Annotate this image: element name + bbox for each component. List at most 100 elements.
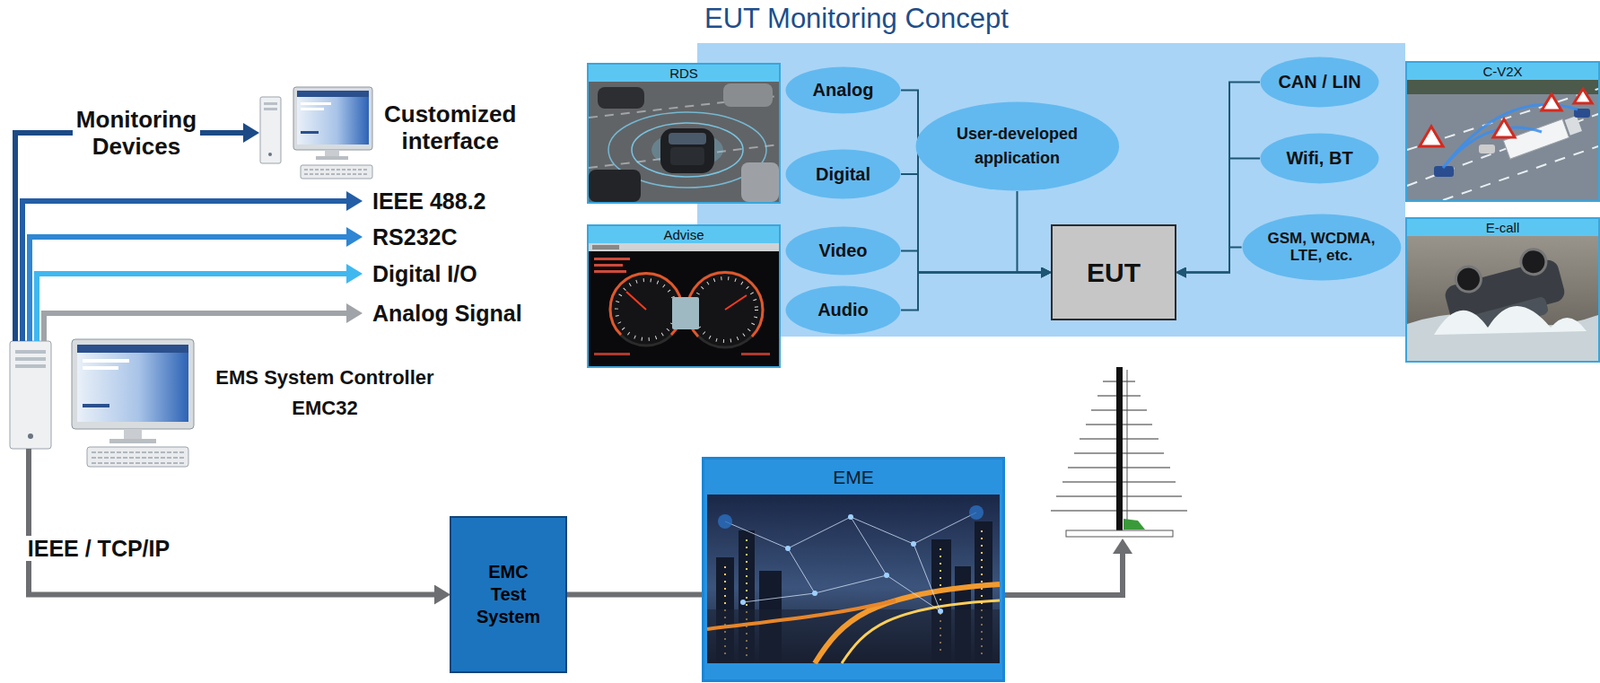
- signal-arrows-part: [43, 313, 349, 341]
- ellipse-fill: [786, 286, 901, 335]
- software-name: EMC32: [203, 396, 446, 420]
- signal-arrows: [22, 201, 349, 341]
- signal-label-holder: Digital I/O: [372, 261, 478, 288]
- v2x-picture-part: [1407, 78, 1599, 95]
- computer-icon-part: [109, 438, 157, 444]
- picture-caption: EME: [704, 459, 1003, 495]
- v2x-picture-part-part: [1565, 115, 1583, 136]
- dashboard-picture-part: [672, 297, 700, 330]
- connector: [567, 592, 702, 598]
- computer-icon-part: [9, 340, 52, 449]
- signal-label: RS232C: [372, 224, 458, 251]
- node-label: Audio: [817, 299, 869, 321]
- city-network-picture-part: [740, 599, 746, 605]
- node-label: EMC Test System: [476, 560, 541, 629]
- city-network-picture-part: [814, 584, 1000, 664]
- signal-ellipse: Digital: [785, 148, 901, 200]
- signal-arrows-part: [22, 201, 349, 341]
- edge-label-holder: IEEE / TCP/IP: [24, 535, 174, 562]
- edge-label: Monitoring Devices: [72, 106, 201, 161]
- dashboard-picture-part: [594, 270, 627, 273]
- interface-ellipse: CAN / LIN: [1259, 56, 1380, 108]
- computer-icon-part: [300, 131, 319, 134]
- city-network-picture-part: [707, 600, 896, 630]
- dashboard-picture-part: [592, 244, 620, 250]
- signal-label-holder: Analog Signal: [372, 300, 523, 327]
- city-network-picture-part: [707, 494, 1000, 664]
- ellipse-fill: [786, 149, 901, 200]
- dashboard-picture-part: [610, 273, 682, 346]
- computer-icon-part: [263, 102, 278, 105]
- picture-box: RDS: [586, 62, 781, 204]
- computer-icon-part: [300, 165, 373, 179]
- node-label: Video: [818, 240, 867, 262]
- signal-label: Digital I/O: [372, 261, 478, 288]
- ellipse-fill: [1260, 57, 1380, 108]
- computer-icon-part: [82, 358, 130, 363]
- city-network-picture-part: [969, 505, 984, 520]
- v2x-picture-part: [1478, 144, 1496, 154]
- feed-arrow: [1005, 538, 1133, 595]
- computer-icon-part: [297, 90, 369, 97]
- computer-icon-part: [27, 433, 34, 439]
- connector: [1016, 191, 1041, 273]
- ellipse-outline: [915, 101, 1120, 192]
- signal-ellipse: Video: [785, 226, 901, 276]
- computer-icon-part: [268, 152, 272, 157]
- interface-ellipse: Wifi, BT: [1259, 132, 1380, 184]
- rds-picture-part: [670, 147, 705, 166]
- controller-name: EMS System Controller: [203, 366, 446, 390]
- signal-ellipse: Analog: [785, 66, 901, 114]
- computer-node: Customized interface: [258, 87, 376, 179]
- signal-label-holder: RS232C: [372, 224, 458, 251]
- v2x-picture-part: [1407, 88, 1599, 201]
- city-network-picture-part: [725, 512, 977, 612]
- environment-box: EME: [701, 456, 1006, 682]
- antenna-symbol: [1050, 367, 1188, 537]
- node-label: Customized interface: [384, 101, 516, 156]
- picture-caption: RDS: [588, 64, 779, 82]
- computer-icon-part: [77, 344, 189, 422]
- city-network-picture-part: [841, 600, 1000, 664]
- computer-icon-part: [82, 366, 119, 370]
- rds-picture-part: [588, 79, 779, 202]
- signal-label: IEEE 488.2: [372, 188, 486, 215]
- computer-icon-part: [297, 90, 369, 145]
- ellipse-fill: [786, 67, 901, 114]
- picture-caption: Advise: [588, 226, 779, 244]
- signal-label: Analog Signal: [372, 300, 523, 327]
- city-network-picture-part: [848, 514, 854, 520]
- connector: [1186, 246, 1242, 272]
- computer-icon: [260, 87, 373, 179]
- v2x-picture-part: [1442, 104, 1578, 168]
- rds-picture-part: [660, 128, 715, 174]
- signal-arrows-part: [29, 236, 349, 341]
- rds-picture-part: [723, 83, 773, 107]
- city-network-picture-part: [883, 572, 890, 578]
- v2x-picture-part-part: [1503, 119, 1569, 160]
- dashboard-picture-part: [588, 243, 779, 367]
- interface-ellipse: GSM, WCDMA, LTE, etc.: [1241, 213, 1402, 281]
- signal-label-holder: IEEE 488.2: [372, 188, 486, 215]
- city-network-picture-part: [717, 514, 733, 529]
- computer-icon-part: [315, 156, 349, 160]
- ecall-picture: [1407, 234, 1599, 361]
- rds-picture: [588, 79, 779, 202]
- ecall-picture-part-part: [1452, 263, 1484, 295]
- dashboard-picture-part: [741, 352, 770, 356]
- node-label: User-developed application: [940, 122, 1093, 171]
- node-label: Analog: [813, 79, 875, 101]
- computer-icon-part: [82, 403, 110, 408]
- antenna-symbol-part: [1127, 369, 1128, 525]
- computer-icon-part: [15, 357, 46, 361]
- computer-icon-part: [87, 446, 189, 467]
- picture-caption: C-V2X: [1407, 62, 1599, 80]
- ellipse-fill: [1260, 133, 1380, 184]
- computer-icon-part: [304, 169, 369, 175]
- dashboard-picture-part: [594, 257, 630, 261]
- ellipse-fill: [1241, 214, 1401, 281]
- controller-node: EMS System ControllerEMC32: [7, 340, 196, 449]
- test-system-box: EMC Test System: [449, 515, 568, 674]
- dashboard-picture-part: [616, 279, 676, 340]
- rds-picture-part: [597, 87, 645, 109]
